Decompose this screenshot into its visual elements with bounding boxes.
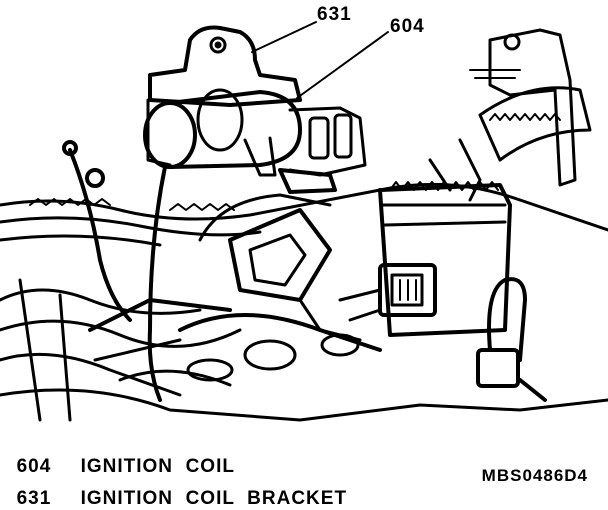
ignition-wires — [62, 140, 167, 402]
callout-604: 604 — [390, 16, 425, 37]
air-cleaner-assembly — [338, 181, 512, 337]
ignition-coil — [143, 88, 367, 194]
distributor-assembly — [178, 193, 382, 371]
legend-number: 604 — [16, 456, 52, 477]
callout-631: 631 — [317, 4, 352, 25]
lower-left-components — [88, 298, 234, 387]
legend-label: IGNITION COIL BRACKET — [80, 488, 348, 509]
engine-bay-line-drawing — [0, 21, 608, 422]
legend-label: IGNITION COIL — [80, 456, 235, 477]
callout-leader-lines — [251, 21, 389, 99]
leader-line-631 — [251, 21, 317, 53]
vacuum-hose-loop — [476, 277, 547, 402]
figure-id: MBS0486D4 — [481, 466, 588, 485]
leader-line-604 — [296, 31, 389, 99]
legend-row-ignition-coil-bracket: 631 IGNITION COIL BRACKET — [4, 466, 347, 510]
legend-number: 631 — [16, 488, 52, 509]
legend-row-ignition-coil: 604 IGNITION COIL — [4, 434, 235, 478]
upper-right-bracket — [428, 28, 592, 202]
